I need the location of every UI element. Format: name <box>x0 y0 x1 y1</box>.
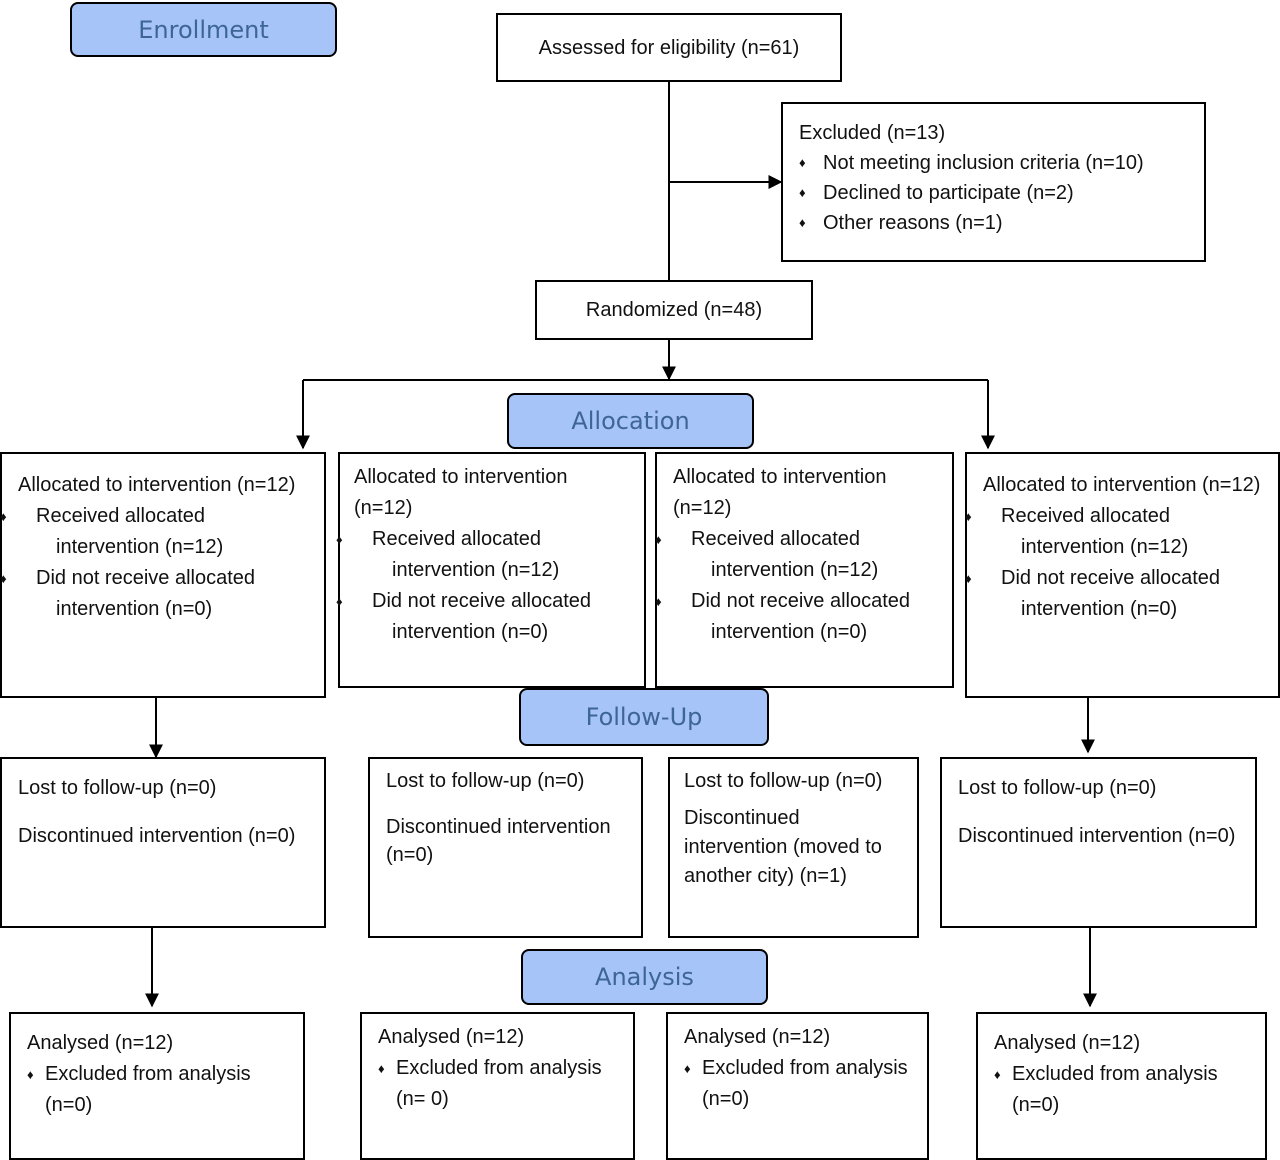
followup-discontinued: Discontinued intervention (n=0) <box>386 816 611 866</box>
stage-allocation: Allocation <box>507 393 754 449</box>
analysis-analysed: Analysed (n=12) <box>27 1032 174 1054</box>
analysis-analysed: Analysed (n=12) <box>378 1026 525 1048</box>
analysis-box-2: Analysed (n=12) Excluded from analysis (… <box>360 1012 635 1160</box>
followup-box-2: Lost to follow-up (n=0) Discontinued int… <box>368 757 643 938</box>
analysis-box-4: Analysed (n=12) Excluded from analysis (… <box>976 1012 1267 1160</box>
analysis-analysed: Analysed (n=12) <box>684 1026 831 1048</box>
allocation-box-2: Allocated to intervention (n=12) Receive… <box>338 452 646 688</box>
assessed-text: Assessed for eligibility (n=61) <box>538 36 800 59</box>
randomized-box: Randomized (n=48) <box>535 280 813 340</box>
allocation-box-1: Allocated to intervention (n=12) Receive… <box>0 452 326 698</box>
followup-lost: Lost to follow-up (n=0) <box>684 770 883 792</box>
stage-enrollment: Enrollment <box>70 2 337 57</box>
allocation-title: Allocated to intervention (n=12) <box>354 466 568 519</box>
analysis-excluded: Excluded from analysis (n=0) <box>684 1053 911 1115</box>
assessed-box: Assessed for eligibility (n=61) <box>496 13 842 82</box>
analysis-box-3: Analysed (n=12) Excluded from analysis (… <box>666 1012 929 1160</box>
excluded-title: Excluded (n=13) <box>799 122 946 144</box>
allocation-box-3: Allocated to intervention (n=12) Receive… <box>655 452 954 688</box>
excluded-box: Excluded (n=13) Not meeting inclusion cr… <box>781 102 1206 262</box>
stage-followup: Follow-Up <box>519 688 769 746</box>
followup-lost: Lost to follow-up (n=0) <box>958 777 1157 799</box>
allocation-received: Received allocated intervention (n=12) <box>983 501 1262 563</box>
excluded-reason: Not meeting inclusion criteria (n=10) <box>799 148 1188 178</box>
followup-lost: Lost to follow-up (n=0) <box>386 770 585 792</box>
followup-discontinued: Discontinued intervention (moved to anot… <box>684 807 882 887</box>
allocation-received: Received allocated intervention (n=12) <box>673 524 936 586</box>
allocation-box-4: Allocated to intervention (n=12) Receive… <box>965 452 1280 698</box>
allocation-not-received: Did not receive allocated intervention (… <box>18 563 308 625</box>
allocation-title: Allocated to intervention (n=12) <box>673 466 887 519</box>
allocation-title: Allocated to intervention (n=12) <box>18 474 296 496</box>
analysis-excluded: Excluded from analysis (n= 0) <box>378 1053 617 1115</box>
allocation-not-received: Did not receive allocated intervention (… <box>983 563 1262 625</box>
analysis-analysed: Analysed (n=12) <box>994 1032 1141 1054</box>
analysis-excluded: Excluded from analysis (n=0) <box>27 1059 287 1121</box>
allocation-received: Received allocated intervention (n=12) <box>18 501 308 563</box>
excluded-reasons: Not meeting inclusion criteria (n=10) De… <box>799 148 1188 238</box>
analysis-excluded: Excluded from analysis (n=0) <box>994 1059 1249 1121</box>
excluded-reason: Other reasons (n=1) <box>799 208 1188 238</box>
excluded-reason: Declined to participate (n=2) <box>799 178 1188 208</box>
analysis-box-1: Analysed (n=12) Excluded from analysis (… <box>9 1012 305 1160</box>
allocation-title: Allocated to intervention (n=12) <box>983 474 1261 496</box>
followup-box-1: Lost to follow-up (n=0) Discontinued int… <box>0 757 326 928</box>
followup-discontinued: Discontinued intervention (n=0) <box>18 825 296 847</box>
followup-box-3: Lost to follow-up (n=0) Discontinued int… <box>668 757 919 938</box>
allocation-not-received: Did not receive allocated intervention (… <box>673 586 936 648</box>
allocation-not-received: Did not receive allocated intervention (… <box>354 586 630 648</box>
followup-lost: Lost to follow-up (n=0) <box>18 777 217 799</box>
followup-box-4: Lost to follow-up (n=0) Discontinued int… <box>940 757 1257 928</box>
followup-discontinued: Discontinued intervention (n=0) <box>958 825 1236 847</box>
stage-analysis: Analysis <box>521 949 768 1005</box>
allocation-received: Received allocated intervention (n=12) <box>354 524 630 586</box>
randomized-text: Randomized (n=48) <box>585 299 763 321</box>
